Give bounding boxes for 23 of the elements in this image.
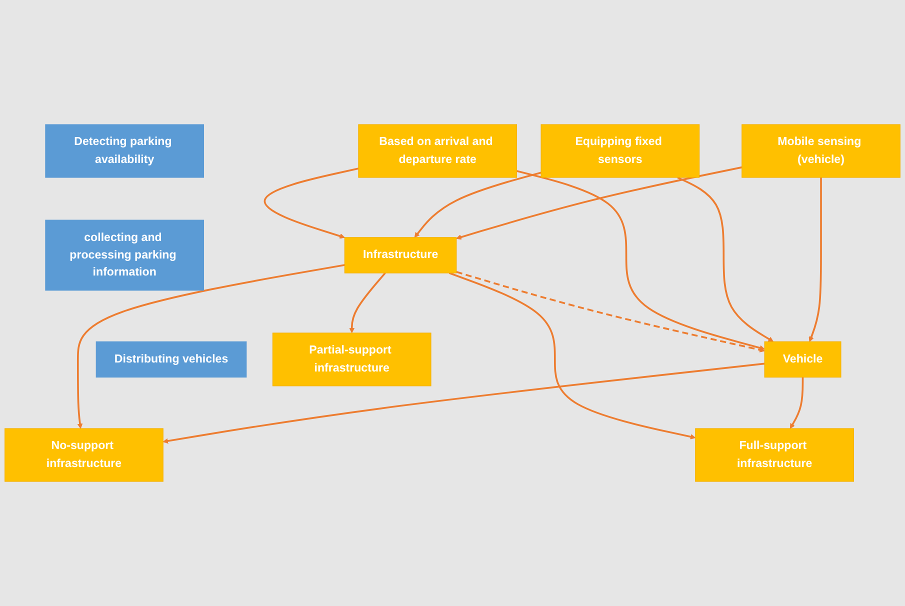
arrow xyxy=(808,177,822,342)
node-box: Partial-support infrastructure xyxy=(272,332,432,386)
arrow xyxy=(264,168,359,239)
node-box: Mobile sensing (vehicle) xyxy=(742,124,900,178)
arrow xyxy=(414,172,542,238)
node-box: Based on arrival and departure rate xyxy=(358,124,518,178)
node-box: Vehicle xyxy=(764,341,842,378)
node-box: Infrastructure xyxy=(344,237,457,274)
node-box: Equipping fixed sensors xyxy=(540,124,700,178)
arrow xyxy=(349,272,386,334)
arrow xyxy=(790,377,804,429)
arrow xyxy=(76,264,345,429)
node-box: Detecting parking availability xyxy=(45,124,204,178)
arrow xyxy=(456,166,742,240)
node-box: No-support infrastructure xyxy=(4,428,164,482)
arrow xyxy=(456,271,765,352)
node-box: Distributing vehicles xyxy=(96,341,247,378)
arrow xyxy=(448,272,696,440)
node-box: Full-support infrastructure xyxy=(695,428,854,482)
node-box: collecting and processing parking information xyxy=(45,220,204,291)
arrow xyxy=(677,176,774,342)
arrow xyxy=(162,362,765,444)
arrow xyxy=(516,170,765,350)
